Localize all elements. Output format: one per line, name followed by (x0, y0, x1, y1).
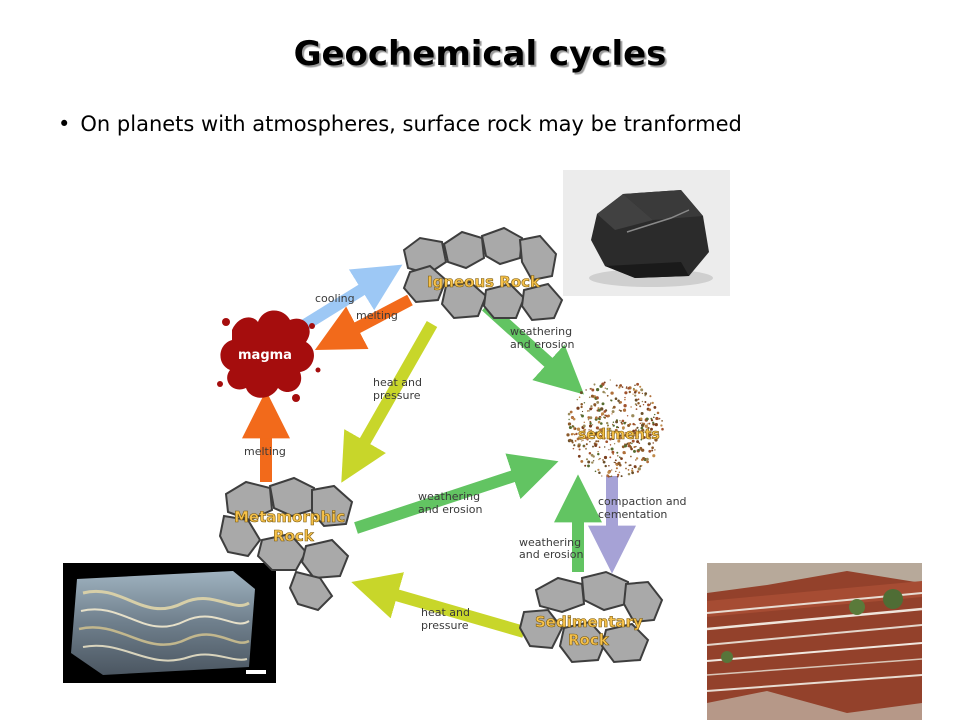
weathering-label-top-line1: weathering (510, 325, 572, 338)
melting-label-left: melting (244, 445, 286, 458)
cooling-label: cooling (315, 292, 355, 305)
heat-pressure-label-top-line2: pressure (373, 389, 421, 402)
sediments-label: sediments (578, 427, 660, 443)
igneous-rock-label: Igneous Rock (427, 273, 541, 291)
sedimentary-label-line2: Rock (568, 631, 610, 649)
slide-title: Geochemical cycles (293, 34, 667, 74)
magma-label: magma (238, 348, 292, 363)
magma-node (217, 310, 321, 402)
metamorphic-label-line1: Metamorphic (234, 508, 345, 526)
cooling-arrow (296, 264, 403, 334)
heat-pressure-label-top-line1: heat and (373, 376, 422, 389)
igneous-rock-photo (563, 170, 730, 296)
compaction-label-line1: compaction and (598, 495, 687, 508)
metamorphic-label-line2: Rock (273, 527, 315, 545)
sediments-node (566, 379, 664, 478)
weathering-label-mid-line2: and erosion (418, 503, 482, 516)
weathering-label-bottom-line1: weathering (519, 536, 581, 549)
bullet-point: • On planets with atmospheres, surface ro… (58, 112, 742, 136)
heat-pressure-arrow-sedimentary-to-metamorphic (351, 572, 526, 638)
compaction-label-line2: cementation (598, 508, 667, 521)
metamorphic-rock-photo (63, 563, 276, 683)
sedimentary-label-line1: Sedimentary (535, 613, 643, 631)
melting-arrow-igneous-to-magma (314, 294, 413, 351)
bullet-dot: • (58, 112, 71, 136)
weathering-label-top-line2: and erosion (510, 338, 574, 351)
bullet-text: On planets with atmospheres, surface roc… (80, 112, 742, 136)
sedimentary-rock-photo (707, 563, 922, 720)
heat-pressure-label-bottom-line1: heat and (421, 606, 470, 619)
melting-label-top: melting (356, 309, 398, 322)
metamorphic-rock-node (218, 476, 354, 612)
heat-pressure-arrow-igneous-to-metamorphic (341, 321, 438, 483)
weathering-arrow-metamorphic-to-sediments (354, 453, 559, 534)
weathering-label-bottom-line2: and erosion (519, 548, 583, 561)
sedimentary-rock-node (518, 570, 664, 664)
igneous-rock-node (402, 226, 564, 322)
heat-pressure-label-bottom-line2: pressure (421, 619, 469, 632)
weathering-label-mid-line1: weathering (418, 490, 480, 503)
